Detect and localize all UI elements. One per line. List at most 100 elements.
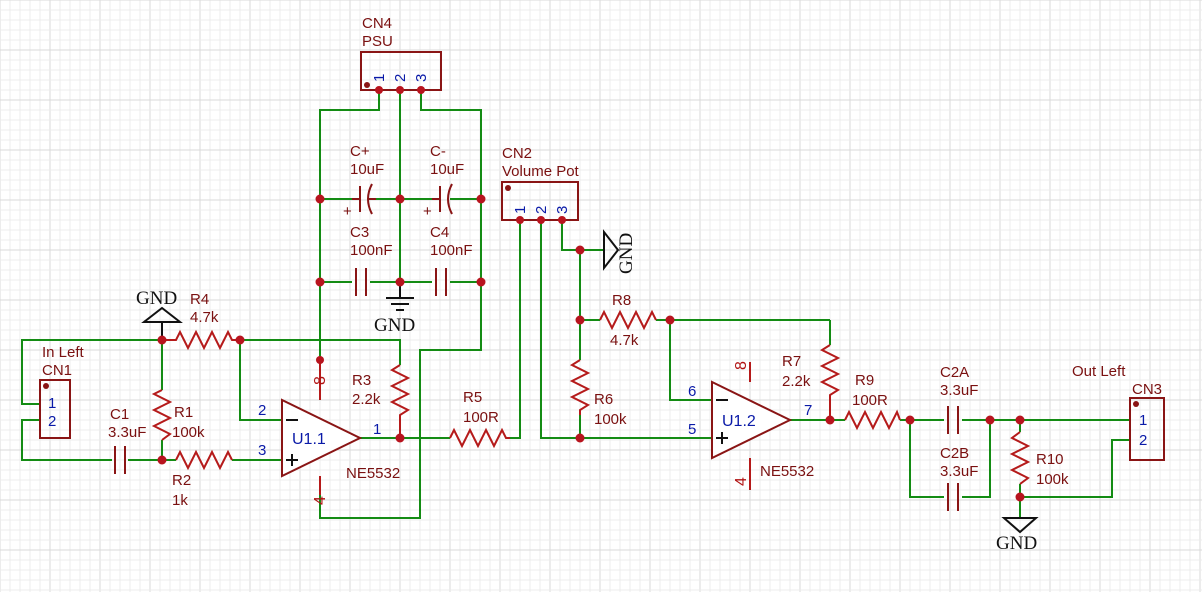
pin1-marker xyxy=(1133,401,1139,407)
wire xyxy=(319,90,380,360)
c2a-value-label: 3.3uF xyxy=(940,382,978,399)
capacitor-c3: C3 100nF xyxy=(350,224,393,296)
junction-dot xyxy=(985,415,995,425)
r5-ref-label: R5 xyxy=(463,389,482,406)
u11-ref-label: U1.1 xyxy=(292,431,326,448)
r6-value-label: 100k xyxy=(594,411,627,428)
cn4-pin-3: 3 xyxy=(413,74,430,82)
u12-pin-7: 7 xyxy=(804,402,812,419)
junction-dot xyxy=(825,415,835,425)
cminus-ref-label: C- xyxy=(430,143,446,160)
c2b-ref-label: C2B xyxy=(940,445,969,462)
resistor-r4: R4 4.7k xyxy=(162,291,240,351)
gnd-label: GND xyxy=(374,315,415,336)
junction-dot xyxy=(157,335,167,345)
wire xyxy=(962,420,991,498)
polarity-plus: + xyxy=(423,203,432,220)
r2-value-label: 1k xyxy=(172,492,188,509)
u11-pin-8: 8 xyxy=(312,376,329,385)
ground-symbol-output: GND xyxy=(996,517,1039,554)
cplus-value-label: 10uF xyxy=(350,161,384,178)
cn4-ref-label: CN4 xyxy=(362,15,392,32)
junction-dot xyxy=(1015,415,1025,425)
capacitor-c2b: C2B 3.3uF xyxy=(940,445,978,511)
capacitor-c2a: C2A 3.3uF xyxy=(940,364,978,434)
r7-value-label: 2.2k xyxy=(782,373,811,390)
junction-dot xyxy=(157,455,167,465)
u11-value-label: NE5532 xyxy=(346,465,400,482)
cn2-pin-1: 1 xyxy=(512,206,529,214)
ground-symbol-psu: GND xyxy=(374,283,415,336)
c4-value-label: 100nF xyxy=(430,242,473,259)
junction-dot xyxy=(1015,492,1025,502)
cn1-value-label: In Left xyxy=(42,344,85,361)
ground-symbol-volume: GND xyxy=(603,229,637,274)
r9-ref-label: R9 xyxy=(855,372,874,389)
junction-dot xyxy=(417,86,425,94)
capacitor-c4: C4 100nF xyxy=(430,224,473,296)
cn3-pin-1: 1 xyxy=(1139,412,1147,429)
r10-value-label: 100k xyxy=(1036,471,1069,488)
c1-ref-label: C1 xyxy=(110,406,129,423)
wire xyxy=(21,419,112,461)
r9-value-label: 100R xyxy=(852,392,888,409)
cn2-ref-label: CN2 xyxy=(502,145,532,162)
u11-pin-4: 4 xyxy=(312,496,329,505)
cn3-ref-label: CN3 xyxy=(1132,381,1162,398)
u12-ref-label: U1.2 xyxy=(722,413,756,430)
cn4-body xyxy=(360,51,442,91)
wire xyxy=(510,220,521,439)
junction-dot xyxy=(476,194,486,204)
wire xyxy=(21,339,162,405)
junction-dot xyxy=(375,86,383,94)
polarity-plus: + xyxy=(343,203,352,220)
junction-dot xyxy=(315,194,325,204)
junction-dot xyxy=(665,315,675,325)
wire xyxy=(909,420,944,498)
cn1-ref-label: CN1 xyxy=(42,362,72,379)
r7-ref-label: R7 xyxy=(782,353,801,370)
gnd-label: GND xyxy=(616,233,637,274)
u12-value-label: NE5532 xyxy=(760,463,814,480)
gnd-label: GND xyxy=(136,288,177,309)
cn1-body xyxy=(39,379,71,439)
cn1-pin-2: 2 xyxy=(48,413,56,430)
cn2-value-label: Volume Pot xyxy=(502,163,580,180)
r4-ref-label: R4 xyxy=(190,291,209,308)
resistor-r5: R5 100R xyxy=(449,389,510,449)
connector-cn4: 1 2 3 CN4 PSU xyxy=(360,15,442,91)
resistor-r8: R8 4.7k xyxy=(599,292,657,349)
junction-dot xyxy=(575,315,585,325)
u11-pin-3: 3 xyxy=(258,442,266,459)
capacitor-cminus: + C- 10uF xyxy=(423,143,464,220)
junction-dot xyxy=(315,277,325,287)
u12-pin-5: 5 xyxy=(688,421,696,438)
resistor-r6: R6 100k xyxy=(569,359,627,428)
pin1-marker xyxy=(505,185,511,191)
capacitor-cplus: + C+ 10uF xyxy=(343,143,384,220)
resistor-r1: R1 100k xyxy=(151,389,205,441)
wire xyxy=(319,90,482,519)
c3-value-label: 100nF xyxy=(350,242,393,259)
c2b-value-label: 3.3uF xyxy=(940,463,978,480)
resistor-r9: R9 100R xyxy=(844,372,901,431)
c1-value-label: 3.3uF xyxy=(108,424,146,441)
wire xyxy=(561,220,604,251)
pin1-marker xyxy=(43,383,49,389)
wire xyxy=(240,339,401,365)
connector-cn3: 1 2 Out Left CN3 xyxy=(1072,363,1165,461)
junction-dot xyxy=(537,216,545,224)
junction-dot xyxy=(316,356,324,364)
r3-value-label: 2.2k xyxy=(352,391,381,408)
opamp-u1-1: 8 4 2 3 1 U1.1 NE5532 xyxy=(258,360,400,505)
junction-dot xyxy=(396,86,404,94)
cn2-pin-2: 2 xyxy=(533,206,550,214)
junction-dot xyxy=(575,433,585,443)
r6-ref-label: R6 xyxy=(594,391,613,408)
junction-dot xyxy=(395,194,405,204)
cn4-pin-1: 1 xyxy=(371,74,388,82)
wire xyxy=(540,220,712,439)
